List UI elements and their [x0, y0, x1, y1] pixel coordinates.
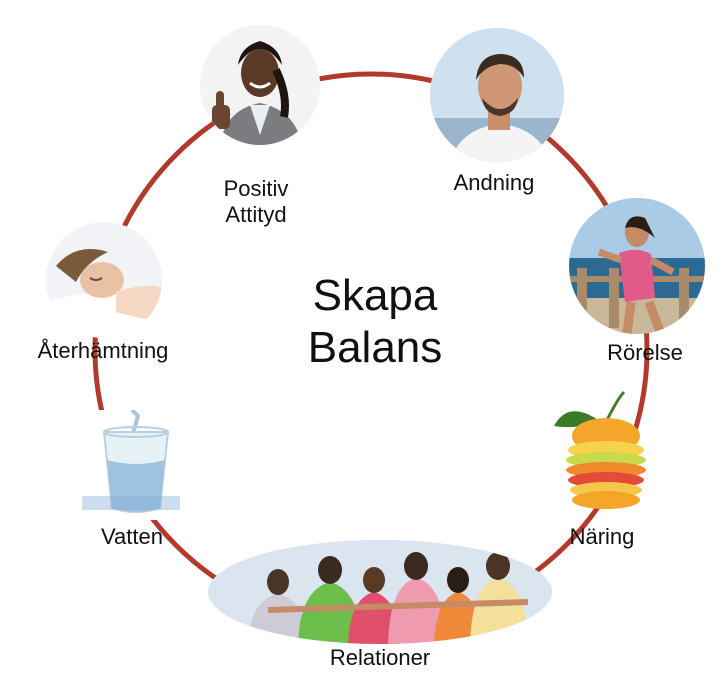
- running-woman-icon: [569, 198, 705, 334]
- fruit-stack-icon: [554, 390, 646, 509]
- label-line-1: Andning: [453, 170, 535, 195]
- label-line-1: Näring: [569, 524, 635, 549]
- breathing-man-icon: [430, 28, 564, 162]
- andning-label: Andning: [434, 170, 554, 196]
- group-of-friends-icon: [208, 540, 552, 644]
- label-line-1: Rörelse: [607, 340, 683, 365]
- center-title-line-2: Balans: [307, 323, 443, 372]
- water-glass-icon: [76, 410, 186, 520]
- andning-image: [430, 28, 564, 162]
- label-line-1: Relationer: [329, 645, 431, 670]
- naring-label: Näring: [542, 524, 662, 550]
- positiv-attityd-label: Positiv Attityd: [196, 176, 316, 228]
- label-line-1: Positiv: [223, 176, 289, 201]
- label-line-2: Attityd: [225, 202, 287, 227]
- rorelse-image: [569, 198, 705, 334]
- center-title: Skapa Balans: [260, 270, 490, 374]
- positiv-attityd-image: [200, 25, 320, 145]
- vatten-image: [76, 410, 186, 520]
- rorelse-label: Rörelse: [585, 340, 705, 366]
- label-line-1: Vatten: [101, 524, 163, 549]
- center-title-line-1: Skapa: [312, 271, 438, 320]
- aterhamtning-label: Återhämtning: [18, 338, 188, 364]
- relationer-image: [208, 540, 552, 644]
- naring-image: [548, 390, 658, 520]
- label-line-1: Återhämtning: [37, 338, 169, 363]
- relationer-label: Relationer: [320, 645, 440, 671]
- sleeping-woman-icon: [46, 222, 162, 338]
- aterhamtning-image: [46, 222, 162, 338]
- thumbs-up-woman-icon: [200, 25, 320, 145]
- vatten-label: Vatten: [72, 524, 192, 550]
